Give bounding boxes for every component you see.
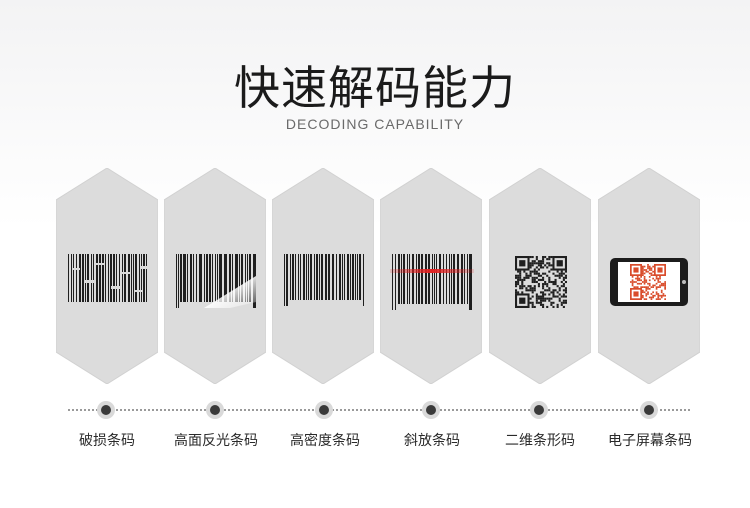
capability-label: 斜放条码 xyxy=(404,433,460,449)
timeline-node xyxy=(315,401,333,419)
capability-label: 电子屏幕条码 xyxy=(608,433,692,449)
capability-card-qr xyxy=(489,168,591,384)
capability-label: 破损条码 xyxy=(79,433,135,449)
capability-label: 高面反光条码 xyxy=(174,433,258,449)
timeline-node xyxy=(422,401,440,419)
phone-qr-icon xyxy=(610,258,688,306)
capability-card-damaged xyxy=(56,168,158,384)
damaged-barcode-icon xyxy=(68,254,151,302)
capability-card-reflective xyxy=(164,168,266,384)
page-subtitle: DECODING CAPABILITY xyxy=(285,116,465,132)
tilted-barcode-icon xyxy=(390,254,474,310)
capability-card-high-density xyxy=(272,168,374,384)
high-density-barcode-icon xyxy=(284,254,364,306)
timeline-node xyxy=(97,401,115,419)
qr-code-icon xyxy=(513,254,569,310)
timeline-node xyxy=(640,401,658,419)
capability-card-screen xyxy=(598,168,700,384)
reflective-barcode-icon xyxy=(176,254,256,308)
timeline-line xyxy=(68,409,690,411)
capability-label: 高密度条码 xyxy=(290,433,360,449)
capability-card-tilted xyxy=(380,168,482,384)
page-title: 快速解码能力 xyxy=(234,61,516,115)
timeline-node xyxy=(206,401,224,419)
timeline-node xyxy=(530,401,548,419)
scan-line xyxy=(390,269,474,273)
capability-label: 二维条形码 xyxy=(505,433,575,449)
